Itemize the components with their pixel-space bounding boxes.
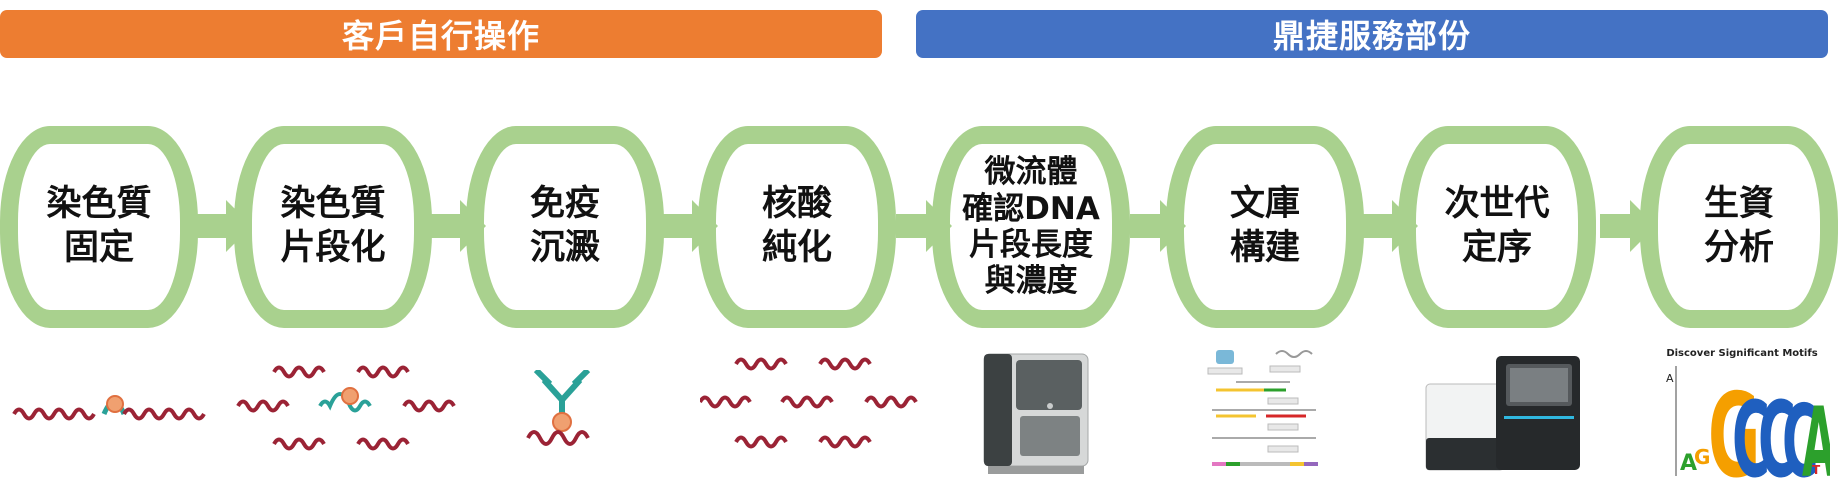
step-label: 免疫 沉澱 <box>529 184 600 268</box>
svg-text:G: G <box>1708 369 1760 482</box>
customer-operations-banner: 客戶自行操作 <box>0 10 882 58</box>
sequencer-instrument-icon <box>1425 356 1580 471</box>
step-label: 核酸 純化 <box>761 184 832 268</box>
chromatin-with-protein-icon <box>12 395 206 421</box>
step-bioinformatics-analysis: 生資 分析 <box>1640 126 1838 328</box>
step-label: 生資 分析 <box>1703 184 1774 268</box>
step-chromatin-fixation: 染色質 固定 <box>0 126 198 328</box>
step-library-construction: 文庫 構建 <box>1166 126 1364 328</box>
motif-title: Discover Significant Motifs <box>1666 348 1817 359</box>
bioanalyzer-instrument-icon <box>983 353 1089 474</box>
flow-arrow-icon <box>1600 200 1656 252</box>
antibody-immunoprecipitation-icon <box>526 370 591 446</box>
purified-dna-fragments-icon <box>700 357 918 449</box>
service-operations-banner: 鼎捷服務部份 <box>916 10 1828 58</box>
svg-text:A: A <box>1680 451 1697 476</box>
svg-text:C: C <box>1758 381 1796 482</box>
svg-text:C: C <box>1782 384 1819 482</box>
flow-arrow-icon <box>896 200 952 252</box>
step-nucleic-acid-purification: 核酸 純化 <box>698 126 896 328</box>
flow-arrow-icon <box>1130 200 1186 252</box>
step-chromatin-fragmentation: 染色質 片段化 <box>234 126 432 328</box>
step-next-gen-sequencing: 次世代 定序 <box>1398 126 1596 328</box>
step-microfluidic-dna-check: 微流體 確認DNA 片段長度 與濃度 <box>932 126 1130 328</box>
svg-text:C: C <box>1732 381 1770 482</box>
step-label: 次世代 定序 <box>1444 184 1550 268</box>
library-construction-diagram-icon <box>1207 350 1318 466</box>
svg-text:G: G <box>1694 445 1710 469</box>
step-label: 染色質 片段化 <box>280 184 386 268</box>
sequence-motif-logo-icon: Discover Significant Motifs A A G G C C … <box>1666 348 1830 482</box>
step-label: 染色質 固定 <box>46 184 152 268</box>
svg-text:T: T <box>1812 463 1821 477</box>
flow-arrow-icon <box>430 200 486 252</box>
flow-arrow-icon <box>196 200 252 252</box>
step-label: 微流體 確認DNA 片段長度 與濃度 <box>962 154 1100 300</box>
motif-axis-letter: A <box>1666 372 1674 385</box>
svg-text:A: A <box>1802 387 1830 482</box>
fragmented-chromatin-icon <box>236 365 456 451</box>
flow-arrow-icon <box>662 200 718 252</box>
step-immunoprecipitation: 免疫 沉澱 <box>466 126 664 328</box>
step-label: 文庫 構建 <box>1229 184 1300 268</box>
flow-arrow-icon <box>1362 200 1418 252</box>
